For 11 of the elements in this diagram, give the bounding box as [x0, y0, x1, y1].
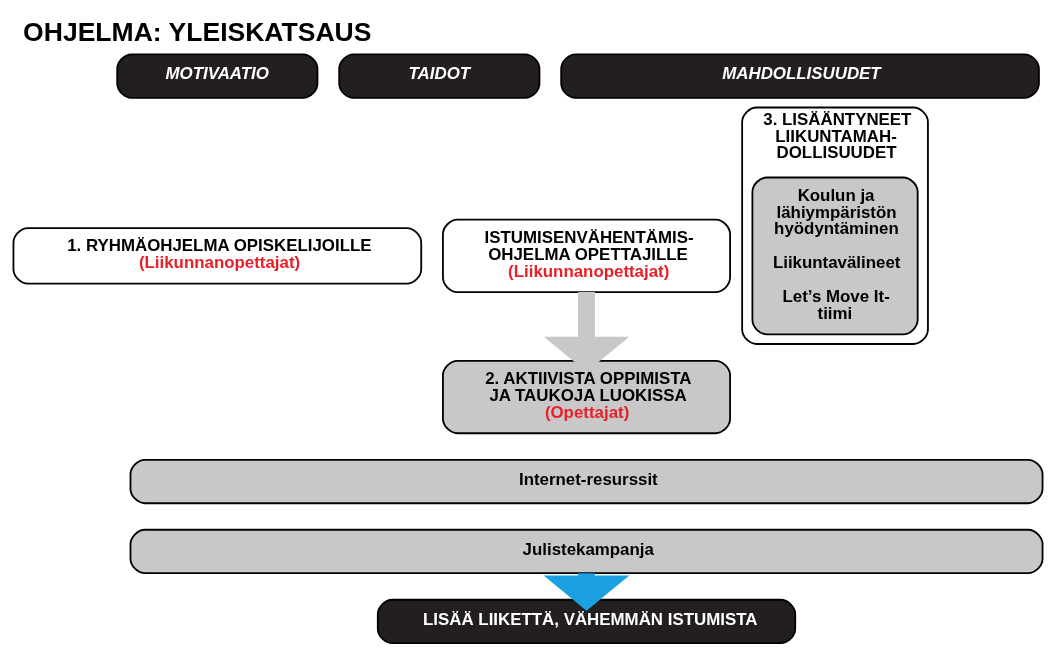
- node-box: LISÄÄ LIIKETTÄ, VÄHEMMÄN ISTUMISTA: [376, 598, 797, 644]
- diagram-title: OHJELMA: YLEISKATSAUS: [23, 16, 372, 47]
- node-box: Julistekampanja: [129, 528, 1044, 574]
- node-box: Koulun ja lähiympäristön hyödyntäminen Liikuntavälineet Let’s Move It- tiimi: [751, 176, 919, 335]
- node-box: MAHDOLLISUUDET: [560, 53, 1040, 99]
- node-box: ISTUMISENVÄHENTÄMIS- OHJELMA OPETTAJILLE (Liikunnanopettajat): [442, 218, 731, 293]
- node-box: MOTIVAATIO: [116, 53, 319, 99]
- node-box: 2. AKTIIVISTA OPPIMISTA JA TAUKOJA LUOKISSA (Opettajat): [442, 359, 731, 434]
- node-box: Internet-resurssit: [129, 458, 1044, 504]
- node-box: TAIDOT: [338, 53, 541, 99]
- node-box: 1. RYHMÄOHJELMA OPISKELIJOILLE (Liikunnanopettajat): [12, 226, 423, 285]
